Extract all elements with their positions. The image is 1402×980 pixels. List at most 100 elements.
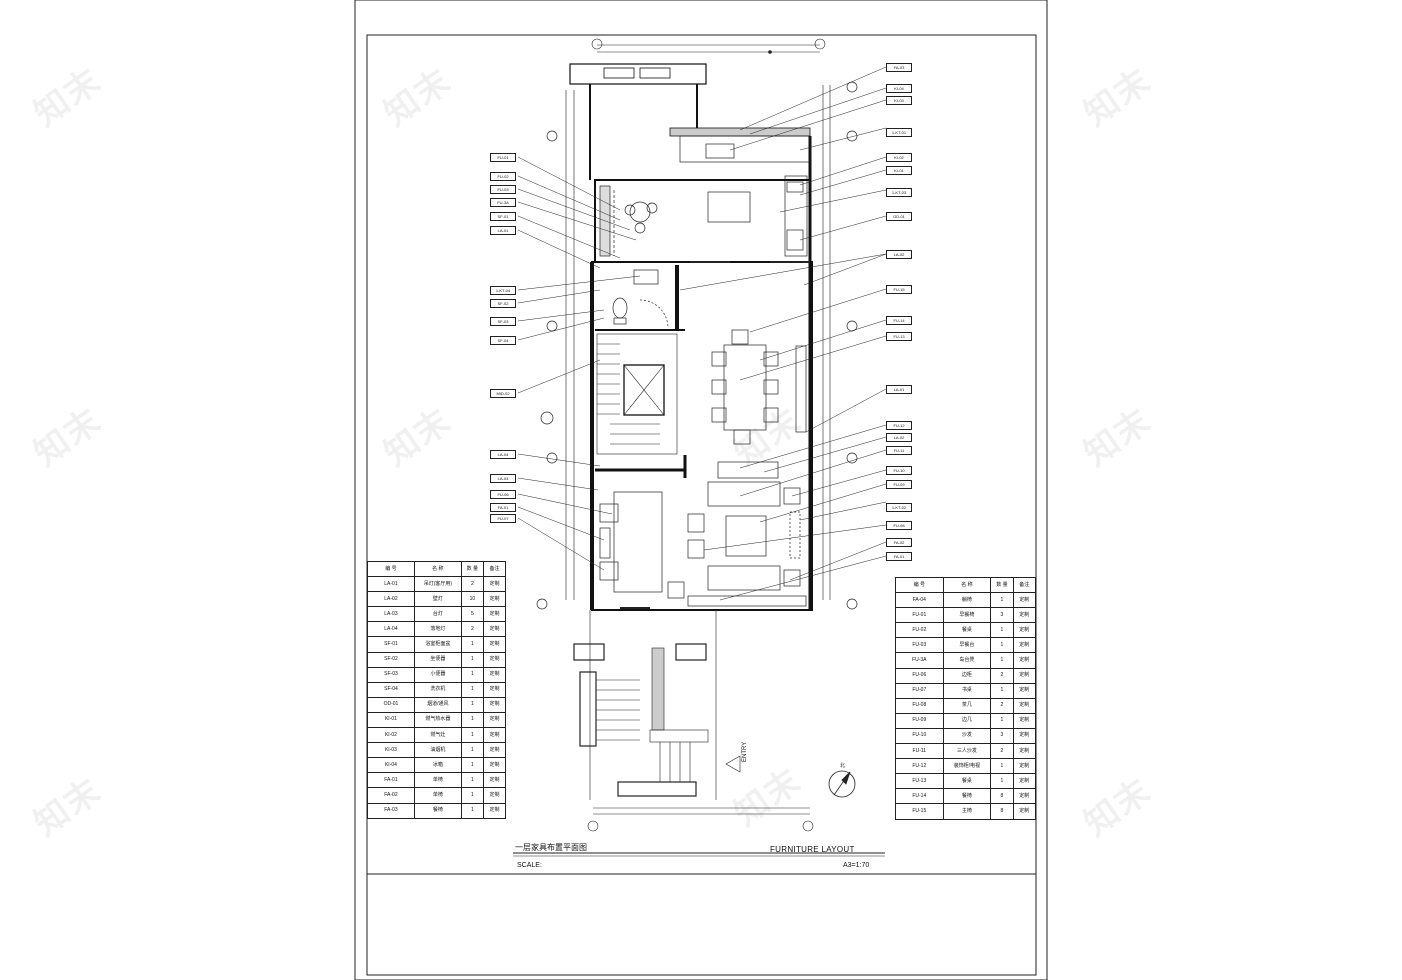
callout-tag: FU-03 [490,185,516,194]
table-cell: 浴室柜面盆 [413,636,462,653]
table-cell: SF-03 [367,666,415,683]
table-cell: 定制 [482,636,507,653]
table-cell: 定制 [1012,667,1037,684]
table-cell: FU-06 [895,667,944,684]
table-cell: KI-04 [367,757,415,774]
table-header-row: 编 号名 称数 量备注 [367,560,507,578]
table-cell: 1 [990,622,1014,639]
callout-tag: FU-07 [490,514,516,523]
table-cell: 5 [460,606,484,623]
header-cell: 数 量 [990,576,1014,594]
callout-tag: KI-01 [886,166,912,175]
table-cell: 3 [990,607,1014,624]
table-cell: 边几 [942,712,992,729]
table-cell: 定制 [1012,758,1037,775]
table-cell: 定制 [1012,773,1037,790]
kitchen [679,135,811,263]
table-cell: 躺椅 [942,592,992,609]
callout-tag: FU-3A [490,198,516,207]
callout-tag: FU-06 [490,490,516,499]
table-cell: 10 [460,591,484,608]
table-cell: 1 [460,742,484,759]
table-cell: 定制 [1012,637,1037,654]
table-cell: 早餐台 [942,637,992,654]
table-cell: 2 [460,576,484,593]
table-cell: OD-01 [367,696,415,713]
breakfast-table [599,185,658,257]
table-cell: 油烟机 [413,742,462,759]
table-cell: 坐便器 [413,651,462,668]
entry-stairs [573,610,741,800]
table-cell: 小便器 [413,666,462,683]
table-cell: 8 [990,803,1014,820]
table-cell: FU-02 [895,622,944,639]
stair-elevator [596,333,678,455]
table-cell: 1 [460,727,484,744]
table-cell: 洗衣机 [413,681,462,698]
top-dimensions [591,38,826,54]
table-cell: 餐椅 [413,802,462,819]
table-cell: 台灯 [413,606,462,623]
north-arrow [828,770,856,798]
header-cell: 名 称 [413,560,462,578]
table-cell: FU-12 [895,758,944,775]
table-cell: 吊灯(客厅用) [413,576,462,593]
table-cell: 2 [990,667,1014,684]
callout-tag: LA-03 [490,474,516,483]
callout-tag: SF-03 [490,317,516,326]
table-cell: FU-03 [895,637,944,654]
table-cell: 定制 [482,591,507,608]
table-cell: 餐桌 [942,773,992,790]
callout-tag: LA-01 [886,385,912,394]
header-cell: 名 称 [942,576,992,594]
table-cell: 1 [460,772,484,789]
callout-tag: FA-03 [886,63,912,72]
table-cell: 冰箱 [413,757,462,774]
callout-tag: FU-11 [886,446,912,455]
table-cell: 定制 [482,772,507,789]
table-cell: 壁灯 [413,591,462,608]
drawing-title-cn: 一层家具布置平面图 [515,843,587,852]
bottom-dimensions [587,807,814,832]
sheet-outer-border [354,0,1048,980]
table-cell: 定制 [1012,743,1037,760]
scale-value: A3=1:70 [843,862,870,869]
table-cell: FA-04 [895,592,944,609]
callout-tag: LA-01 [490,226,516,235]
table-cell: 边柜 [942,667,992,684]
table-cell: 定制 [482,681,507,698]
table-cell: 定制 [1012,803,1037,820]
callout-tag: FU-13 [886,332,912,341]
table-cell: 烟道/通风 [413,696,462,713]
table-cell: 装饰柜/电视 [942,758,992,775]
table-cell: FA-01 [367,772,415,789]
table-cell: 定制 [482,696,507,713]
table-cell: 定制 [1012,697,1037,714]
callout-tag: MID-02 [490,389,516,398]
table-cell: FU-10 [895,727,944,745]
table-cell: FU-09 [895,712,944,729]
callout-tag: SF-02 [490,299,516,308]
leader-lines [517,66,887,601]
callout-tag: 1-KT-01 [886,128,912,137]
table-cell: SF-02 [367,651,415,668]
header-cell: 编 号 [367,560,415,578]
